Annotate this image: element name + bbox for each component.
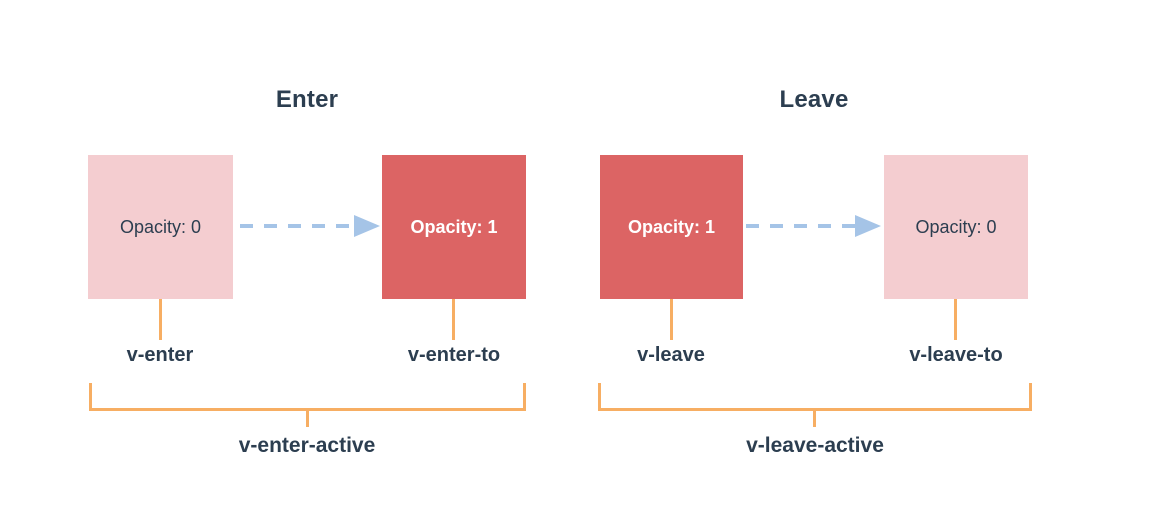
enter-section-title: Enter <box>275 86 339 113</box>
leave-from-connector-line <box>670 299 673 340</box>
v-leave-active-class-label: v-leave-active <box>746 434 884 457</box>
leave-to-box: Opacity: 0 <box>884 155 1028 299</box>
enter-active-bracket <box>89 383 526 411</box>
enter-from-connector-line <box>159 299 162 340</box>
enter-active-bracket-stem <box>306 411 309 427</box>
v-leave-to-class-label: v-leave-to <box>909 344 1003 366</box>
v-enter-to-class-label: v-enter-to <box>407 344 501 366</box>
enter-to-box: Opacity: 1 <box>382 155 526 299</box>
enter-to-opacity-label: Opacity: 1 <box>410 216 498 237</box>
v-enter-class-label: v-enter <box>126 344 194 366</box>
leave-active-bracket-stem <box>813 411 816 427</box>
enter-from-opacity-label: Opacity: 0 <box>119 216 202 237</box>
enter-dashed-arrow-icon <box>240 215 380 237</box>
leave-section-title: Leave <box>779 86 849 113</box>
v-leave-class-label: v-leave <box>637 344 705 366</box>
enter-to-connector-line <box>452 299 455 340</box>
leave-from-box: Opacity: 1 <box>600 155 743 299</box>
leave-active-bracket <box>598 383 1032 411</box>
leave-dashed-arrow-icon <box>746 215 881 237</box>
enter-from-box: Opacity: 0 <box>88 155 233 299</box>
v-enter-active-class-label: v-enter-active <box>238 434 376 457</box>
leave-to-opacity-label: Opacity: 0 <box>915 216 997 237</box>
leave-from-opacity-label: Opacity: 1 <box>627 216 716 237</box>
leave-to-connector-line <box>954 299 957 340</box>
